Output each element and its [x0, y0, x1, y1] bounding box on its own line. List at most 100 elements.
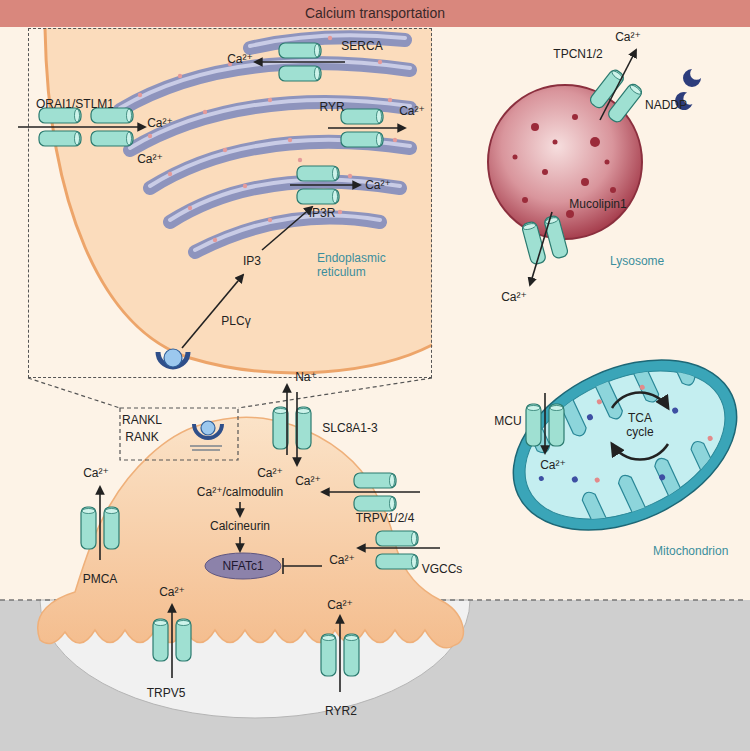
ion-channel	[39, 43, 644, 676]
ion-channel	[521, 215, 569, 265]
flux-arrow	[290, 184, 360, 186]
lysosome-organelle-shape	[513, 155, 518, 160]
label-text: Ca²⁺	[327, 599, 353, 613]
lysosome-organelle-shape	[522, 197, 528, 203]
mitochondrion-organelle-shape	[671, 407, 679, 415]
inset-connector-lines	[28, 378, 432, 460]
er-inset-illustration	[28, 28, 432, 378]
mitochondrion-organelle-shape	[505, 355, 745, 535]
label-text: Ca²⁺	[227, 53, 253, 67]
er-ribosome-dots	[328, 36, 332, 40]
label-text: TRPV1/2/4	[356, 512, 415, 526]
mitochondrion-organelle-shape	[580, 490, 611, 535]
node-label: Mitochondrion	[653, 544, 728, 558]
label-text: Mucolipin1	[569, 198, 626, 212]
flux-arrow	[239, 537, 241, 551]
er-ribosome-dots	[243, 184, 247, 188]
er-ribosome-dots	[148, 134, 152, 138]
label-text: TPCN1/2	[553, 48, 602, 62]
flux-arrow	[99, 487, 101, 560]
label-text: Ca²⁺	[83, 467, 109, 481]
flux-arrow	[239, 502, 241, 516]
flux-arrow	[358, 547, 440, 549]
label-text: Na⁺	[295, 371, 317, 385]
label-text: TCA cycle	[620, 412, 660, 440]
rank-receptor-icon	[190, 421, 222, 450]
lysosome-organelle-shape	[542, 169, 548, 175]
flux-arrow	[612, 444, 668, 460]
er-ribosome-dots	[168, 172, 172, 176]
label-text: VGCCs	[422, 563, 463, 577]
flux-arrow	[530, 212, 552, 285]
er-ribosome-dots	[223, 148, 227, 152]
er-ribosome-dots	[268, 98, 272, 102]
label-text: SLC8A1-3	[322, 422, 377, 436]
label-text: IP3R	[309, 207, 336, 221]
inset-connector-lines	[120, 408, 238, 460]
mitochondrion-organelle-shape	[596, 398, 603, 405]
label-text: Ca²⁺	[365, 179, 391, 193]
lysosome-organelle-shape	[553, 140, 558, 145]
lysosome-organelle-shape	[572, 114, 578, 120]
er-inset-illustration	[45, 28, 432, 373]
er-tubule-highlight	[120, 35, 410, 250]
label-text: PLCγ	[221, 315, 250, 329]
flux-arrow	[262, 207, 312, 250]
mitochondrion-organelle-shape	[501, 341, 748, 548]
lysosome-organelle-shape	[605, 160, 610, 165]
mitochondrion-organelle-shape	[639, 384, 646, 391]
er-ribosome-dots	[348, 174, 352, 178]
label-text: PMCA	[83, 573, 118, 587]
mitochondrion-organelle-shape	[571, 475, 579, 483]
naadp-molecule	[683, 69, 701, 87]
mitochondrion-organelle-shape	[707, 435, 714, 442]
label-text: Ca²⁺	[257, 467, 283, 481]
label-text: Ca²⁺	[615, 31, 641, 45]
diagram-title: Calcium transportation	[0, 0, 750, 27]
plc-receptor-icon	[164, 349, 182, 367]
er-ribosome-dots	[388, 98, 392, 102]
flux-arrow	[339, 616, 341, 692]
flux-arrow	[182, 275, 243, 348]
label-text: RANK	[125, 431, 158, 445]
flux-arrow	[255, 61, 345, 63]
ion-channel	[273, 407, 311, 449]
label-text: Ca²⁺	[147, 117, 173, 131]
mitochondrion-organelle-shape	[689, 439, 720, 484]
label-text: Ca²⁺	[159, 586, 185, 600]
label-text: NADDP	[645, 99, 687, 113]
transcription-mark	[283, 558, 322, 574]
er-tubules	[195, 217, 380, 252]
mitochondrion-organelle-shape	[594, 477, 601, 484]
flux-arrow	[296, 392, 298, 465]
transcription-mark	[283, 565, 322, 567]
er-inset-illustration	[28, 28, 432, 378]
er-ribosome-dots	[298, 158, 302, 162]
mitochondrion-organelle-shape	[564, 363, 713, 493]
label-text: Ca²⁺	[501, 291, 527, 305]
er-tubule-highlight	[195, 215, 380, 250]
er-ribosome-dots	[188, 206, 192, 210]
rank-receptor-icon	[201, 421, 215, 435]
er-ribosome-dots	[393, 138, 397, 142]
mitochondrion-organelle: Mitochondrion	[505, 355, 745, 535]
lysosome-organelle-shape	[581, 178, 589, 186]
mitochondrion-organelle-shape	[653, 456, 684, 501]
nfat-ellipse-shape	[205, 553, 281, 579]
er-ribosome-dots	[338, 210, 342, 214]
mitochondrion-organelle-shape	[521, 343, 738, 543]
mitochondrion-organelle-shape	[666, 343, 697, 388]
er-tubule-highlight	[170, 179, 400, 220]
mitochondrion-organelle-shape	[616, 473, 647, 518]
inset-connector-lines	[28, 378, 120, 408]
er-ribosome-dots	[378, 60, 382, 64]
label-text: Ca²⁺	[329, 554, 355, 568]
label-text: TRPV5	[147, 687, 186, 701]
er-tubules	[120, 37, 410, 252]
lysosome-organelle-shape	[566, 210, 574, 218]
flux-arrow	[322, 491, 420, 493]
er-ribosome-dots	[288, 138, 292, 142]
flux-arrow	[286, 385, 288, 455]
nfat-ellipse: NFATc1	[204, 552, 282, 580]
